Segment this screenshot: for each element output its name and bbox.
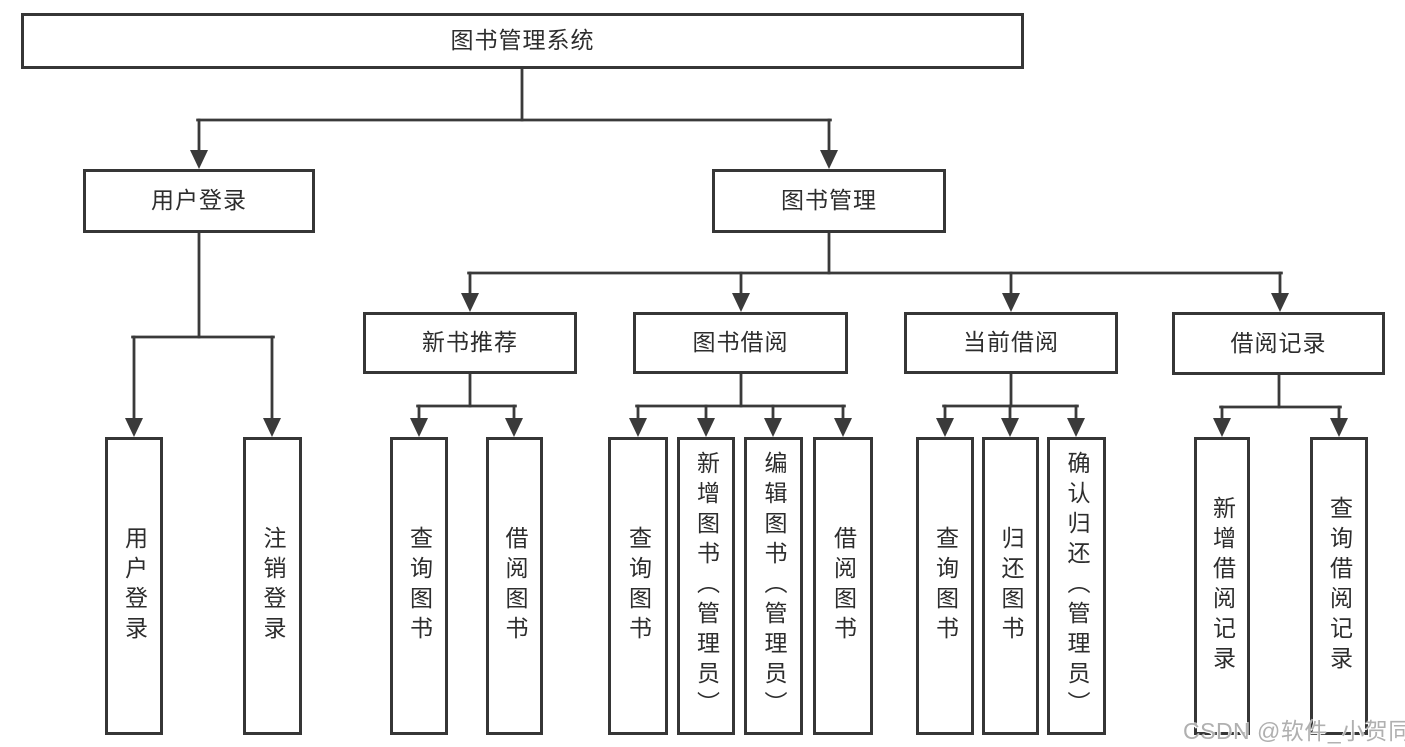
query-book-leaf-label: 查询图书 xyxy=(932,526,959,646)
watermark-text: CSDN @软件_小贺同学 xyxy=(1183,718,1405,744)
return-book-leaf: 归还图书 xyxy=(982,437,1039,735)
new-book-recommend-label: 新书推荐 xyxy=(422,329,518,356)
query-borrow-record-leaf: 查询借阅记录 xyxy=(1310,437,1368,735)
borrow-record-label: 借阅记录 xyxy=(1230,329,1327,356)
confirm-return-admin-leaf-label: 确认归还（管理员） xyxy=(1064,451,1090,721)
logout-leaf-label: 注销登录 xyxy=(260,526,286,646)
book-management-node-label: 图书管理 xyxy=(781,187,877,214)
borrow-record-node: 借阅记录 xyxy=(1172,312,1385,375)
edit-book-admin-leaf: 编辑图书（管理员） xyxy=(744,437,803,735)
add-book-admin-leaf: 新增图书（管理员） xyxy=(677,437,735,735)
user-login-leaf-label: 用户登录 xyxy=(121,526,148,646)
borrow-book-leaf-label: 借阅图书 xyxy=(830,526,857,646)
user-login-leaf: 用户登录 xyxy=(105,437,163,735)
new-book-recommend-node: 新书推荐 xyxy=(363,312,577,374)
current-borrow-label: 当前借阅 xyxy=(963,329,1059,356)
query-book-leaf-label: 查询图书 xyxy=(406,526,433,646)
current-borrow-node: 当前借阅 xyxy=(904,312,1118,374)
add-book-admin-leaf-label: 新增图书（管理员） xyxy=(693,451,720,721)
edit-book-admin-leaf-label: 编辑图书（管理员） xyxy=(761,451,787,721)
logout-leaf: 注销登录 xyxy=(243,437,302,735)
book-management-node: 图书管理 xyxy=(712,169,946,233)
borrow-book-leaf: 借阅图书 xyxy=(813,437,873,735)
query-book-leaf: 查询图书 xyxy=(916,437,974,735)
user-login-node-label: 用户登录 xyxy=(151,187,247,214)
query-book-leaf: 查询图书 xyxy=(608,437,668,735)
add-borrow-record-leaf: 新增借阅记录 xyxy=(1194,437,1250,735)
add-borrow-record-leaf-label: 新增借阅记录 xyxy=(1209,496,1236,676)
borrow-book-leaf-label: 借阅图书 xyxy=(502,526,528,646)
confirm-return-admin-leaf: 确认归还（管理员） xyxy=(1047,437,1106,735)
user-login-node: 用户登录 xyxy=(83,169,315,233)
query-book-leaf-label: 查询图书 xyxy=(625,526,652,646)
root-node-label: 图书管理系统 xyxy=(450,27,595,54)
book-borrow-node: 图书借阅 xyxy=(633,312,848,374)
query-book-leaf: 查询图书 xyxy=(390,437,448,735)
root-node: 图书管理系统 xyxy=(21,13,1024,69)
return-book-leaf-label: 归还图书 xyxy=(998,526,1024,646)
query-borrow-record-leaf-label: 查询借阅记录 xyxy=(1326,496,1353,676)
book-borrow-label: 图书借阅 xyxy=(692,329,789,356)
borrow-book-leaf: 借阅图书 xyxy=(486,437,543,735)
